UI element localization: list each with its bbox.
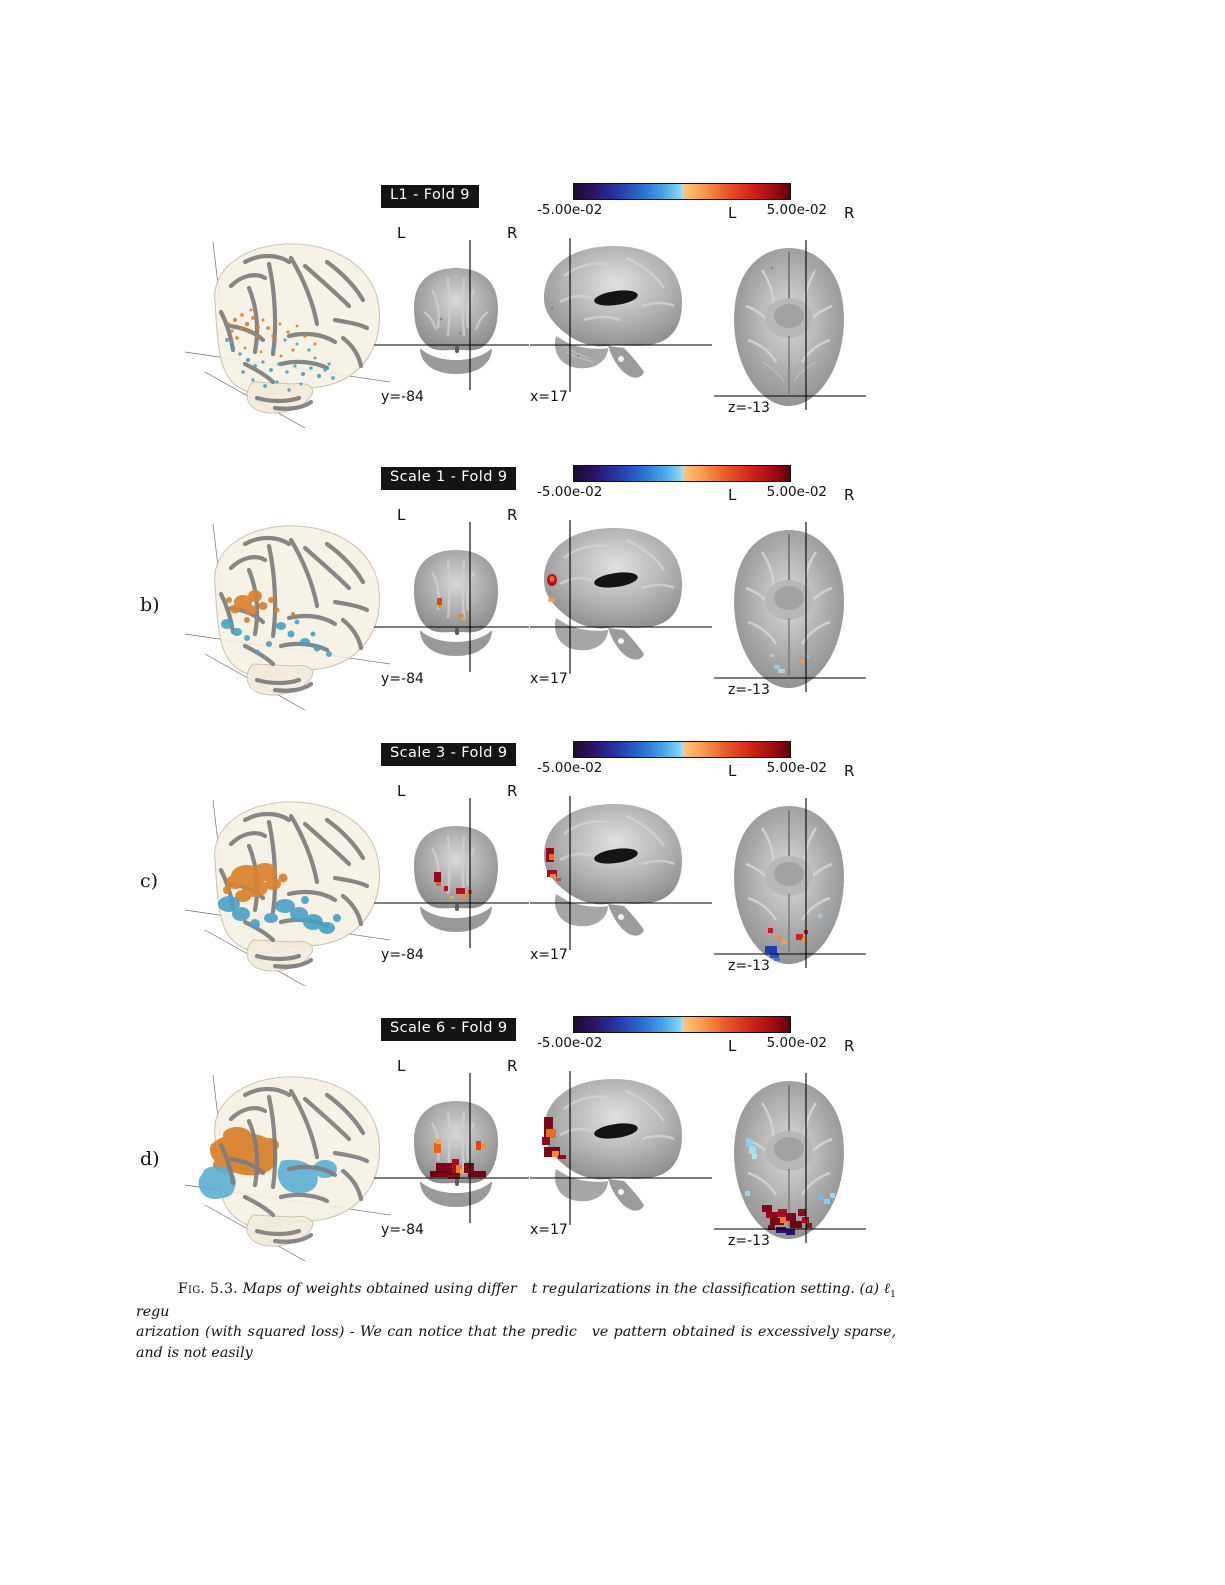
caption-ell-symbol: ℓ xyxy=(883,1281,890,1297)
panel-title-4: Scale 6 - Fold 9 xyxy=(381,1018,517,1041)
activation-voxels-4-sag xyxy=(542,1117,566,1159)
activation-dots-positive xyxy=(227,308,317,358)
colorbar-min-label-3: -5.00e-02 xyxy=(537,760,603,776)
colorbar-min-label-4: -5.00e-02 xyxy=(537,1035,603,1051)
coronal-right-label-3: R xyxy=(507,782,518,800)
activation-blobs-negative xyxy=(221,619,332,657)
caption-text-1b: t regularizations in the classification … xyxy=(531,1281,884,1297)
activation-voxels-4-ax xyxy=(745,1139,835,1235)
row-letter-d: d) xyxy=(140,1148,160,1170)
coronal-slice-2: L R y=-84 xyxy=(381,506,517,687)
activation-voxels-2-ax xyxy=(770,654,809,673)
glass-brain-3d-3 xyxy=(185,790,393,986)
colorbar-max-label-2: 5.00e-02 xyxy=(766,484,827,500)
colorbar-2: -5.00e-02 5.00e-02 xyxy=(537,465,827,502)
axial-left-label-4: L xyxy=(728,1037,737,1055)
caption-ell-subscript: 1 xyxy=(889,1288,896,1300)
colorbar-max-label-4: 5.00e-02 xyxy=(766,1035,827,1051)
coronal-slice-4: L R y=-84 xyxy=(381,1057,517,1238)
colorbar-gradient-3 xyxy=(573,741,791,758)
sagittal-coord-label-3: x=17 xyxy=(530,947,568,963)
sagittal-coord-label-4: x=17 xyxy=(530,1222,568,1238)
sagittal-slice-1: x=17 xyxy=(530,240,690,405)
colorbar-gradient-2 xyxy=(573,465,791,482)
glass-brain-3d-4 xyxy=(185,1065,393,1261)
coronal-coord-label-3: y=-84 xyxy=(381,947,424,963)
axial-right-label-3: R xyxy=(844,762,855,780)
glass-brain-3d-1 xyxy=(185,232,393,428)
coronal-left-label-1: L xyxy=(397,224,406,242)
coronal-coord-label-4: y=-84 xyxy=(381,1222,424,1238)
colorbar-min-label-2: -5.00e-02 xyxy=(537,484,603,500)
coronal-left-label-4: L xyxy=(397,1057,406,1075)
activation-blobs-positive xyxy=(223,863,288,902)
activation-voxels-3-sag xyxy=(546,848,561,881)
coronal-coord-label-1: y=-84 xyxy=(381,389,424,405)
caption-text-2a: arization (with squared loss) - We can n… xyxy=(136,1324,577,1341)
activation-voxels-4 xyxy=(430,1139,486,1179)
axial-slice-1: L R z=-13 xyxy=(718,204,860,416)
coronal-left-label-3: L xyxy=(397,782,406,800)
sulci-lines xyxy=(218,811,370,969)
caption-text-3: easily xyxy=(211,1345,253,1362)
panel-title-1: L1 - Fold 9 xyxy=(381,185,479,208)
sulci-lines xyxy=(218,1086,370,1244)
activation-voxels-2-sag xyxy=(547,574,557,602)
colorbar-4: -5.00e-02 5.00e-02 xyxy=(537,1016,827,1053)
coronal-right-label-2: R xyxy=(507,506,518,524)
colorbar-gradient-1 xyxy=(573,183,791,200)
axial-slice-3: L R z=-13 xyxy=(718,762,860,974)
coronal-right-label-4: R xyxy=(507,1057,518,1075)
caption-text-2b: ve pattern obtained is excessively spars… xyxy=(136,1324,896,1362)
axial-left-label-2: L xyxy=(728,486,737,504)
axial-slice-2: L R z=-13 xyxy=(718,486,860,698)
sagittal-slice-2: x=17 xyxy=(530,522,690,687)
figure-row-3: c) Scale 3 - Fold 9 -5.00e-02 5.00e-02 xyxy=(0,718,1225,990)
caption-figure-number: Fig. 5.3. xyxy=(178,1281,238,1297)
axial-coord-label-1: z=-13 xyxy=(728,400,770,416)
activation-blobs-positive xyxy=(226,590,295,623)
activation-blobs-negative xyxy=(218,896,341,934)
colorbar-min-label-1: -5.00e-02 xyxy=(537,202,603,218)
panel-title-3: Scale 3 - Fold 9 xyxy=(381,743,517,766)
activation-voxels-2 xyxy=(437,598,466,620)
axial-right-label-4: R xyxy=(844,1037,855,1055)
activation-voxels-3-ax xyxy=(765,914,822,961)
caption-text-1: Maps of weights obtained using differ xyxy=(242,1281,517,1297)
caption-text-1c: regu xyxy=(136,1303,170,1320)
colorbar-max-label-1: 5.00e-02 xyxy=(766,202,827,218)
coronal-coord-label-2: y=-84 xyxy=(381,671,424,687)
axial-coord-label-4: z=-13 xyxy=(728,1233,770,1249)
figure-row-2: b) Scale 1 - Fold 9 -5.00e-02 5.00e-02 xyxy=(0,442,1225,714)
activation-dots-negative xyxy=(225,338,335,392)
brain-surface xyxy=(214,243,381,396)
colorbar-1: -5.00e-02 5.00e-02 xyxy=(537,183,827,220)
axial-coord-label-2: z=-13 xyxy=(728,682,770,698)
sagittal-coord-label-1: x=17 xyxy=(530,389,568,405)
coronal-left-label-2: L xyxy=(397,506,406,524)
axial-right-label-2: R xyxy=(844,486,855,504)
sagittal-slice-3: x=17 xyxy=(530,798,690,963)
colorbar-3: -5.00e-02 5.00e-02 xyxy=(537,741,827,778)
sagittal-coord-label-2: x=17 xyxy=(530,671,568,687)
figure-row-4: d) Scale 6 - Fold 9 -5.00e-02 5.00e-02 xyxy=(0,993,1225,1265)
coronal-slice-3: L R y=-84 xyxy=(381,782,517,963)
colorbar-max-label-3: 5.00e-02 xyxy=(766,760,827,776)
figure-row-1: L1 - Fold 9 -5.00e-02 5.00e-02 xyxy=(0,160,1225,432)
sagittal-slice-4: x=17 xyxy=(530,1073,690,1238)
axial-right-label-1: R xyxy=(844,204,855,222)
glass-brain-3d-2 xyxy=(185,514,393,710)
coronal-slice-1: L R y=-84 xyxy=(381,224,517,405)
row-letter-b: b) xyxy=(140,594,160,616)
axial-coord-label-3: z=-13 xyxy=(728,958,770,974)
panel-title-2: Scale 1 - Fold 9 xyxy=(381,467,517,490)
axial-left-label-1: L xyxy=(728,204,737,222)
colorbar-gradient-4 xyxy=(573,1016,791,1033)
axial-slice-4: L R z=-13 xyxy=(718,1037,860,1249)
figure-caption: Fig. 5.3. Maps of weights obtained using… xyxy=(136,1279,896,1364)
row-letter-c: c) xyxy=(140,870,159,892)
axial-left-label-3: L xyxy=(728,762,737,780)
coronal-right-label-1: R xyxy=(507,224,518,242)
